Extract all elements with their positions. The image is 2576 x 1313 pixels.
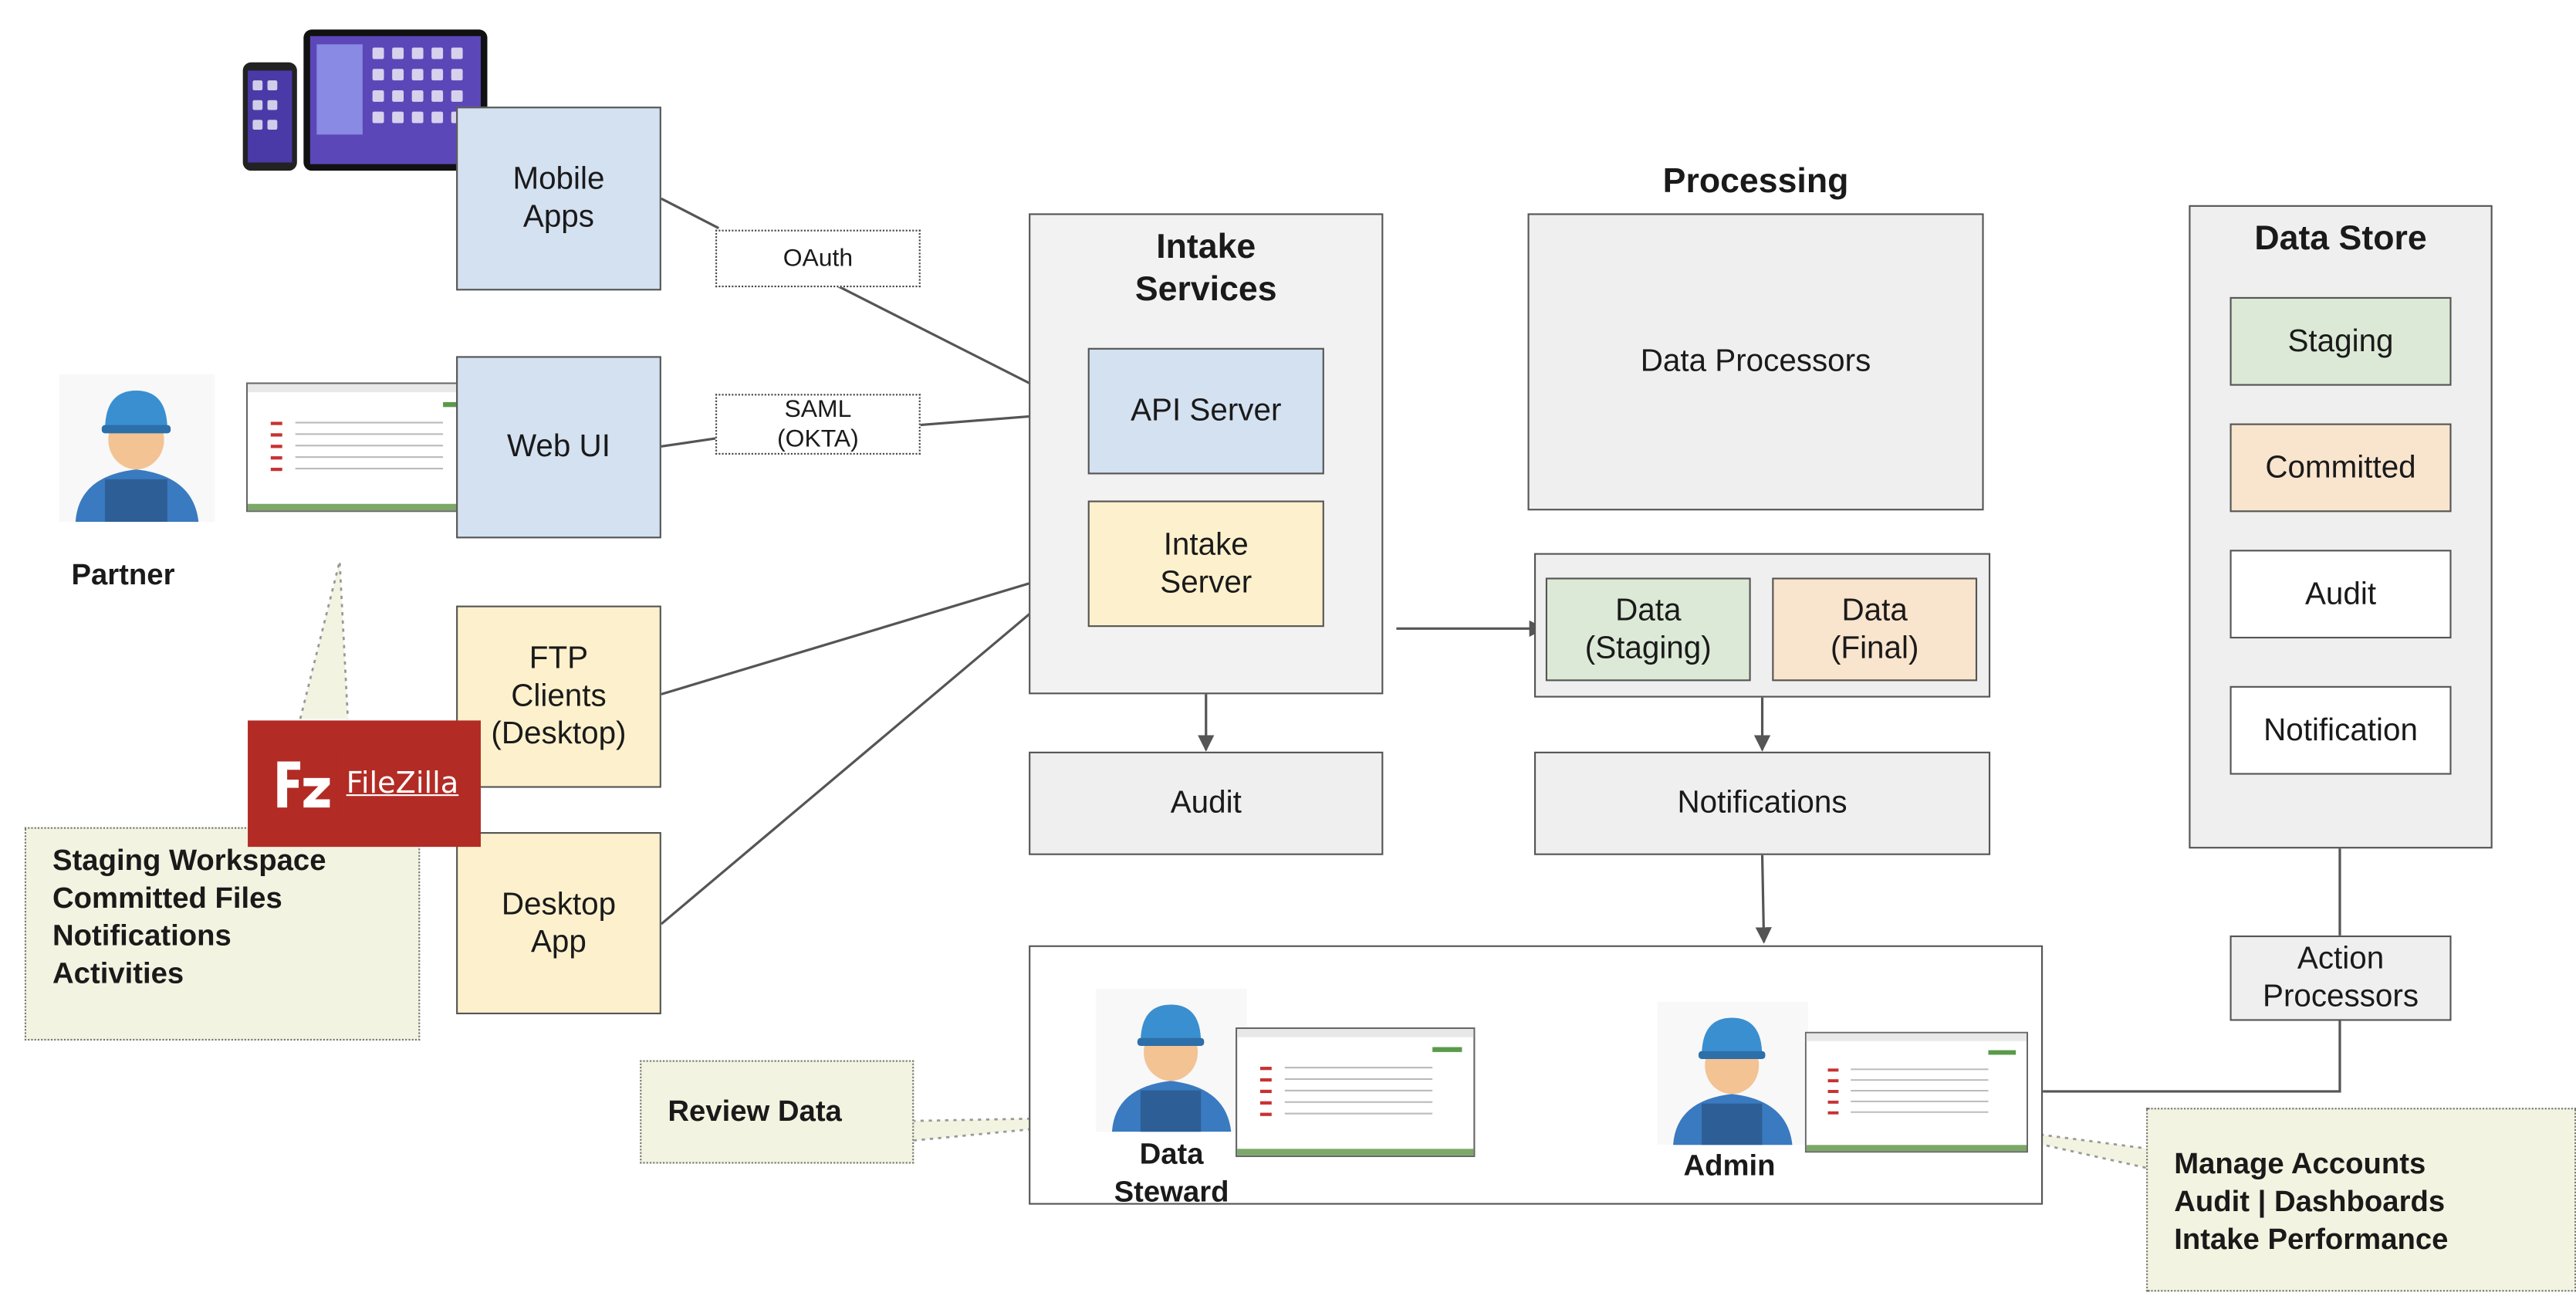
admin-screenshot	[1804, 1031, 2028, 1153]
desktop-app-box: Desktop App	[456, 831, 661, 1014]
data-steward-person-icon	[1096, 988, 1247, 1132]
store-audit-box: Audit	[2229, 550, 2452, 639]
ftp-clients-box: FTP Clients (Desktop)	[456, 605, 661, 788]
filezilla-icon	[270, 750, 336, 817]
partner-label: Partner	[71, 557, 175, 591]
data-store-title: Data Store	[2254, 219, 2427, 258]
partner-person-icon	[59, 374, 215, 523]
store-committed-box: Committed	[2229, 423, 2452, 513]
action-processors-box: Action Processors	[2229, 935, 2452, 1021]
store-staging-box: Staging	[2229, 296, 2452, 386]
action-to-admin-line	[2030, 1020, 2341, 1093]
notifications-to-users-arrow	[1755, 854, 1772, 944]
data-steward-label: Data Steward	[1114, 1137, 1229, 1208]
mobile-apps-box: Mobile Apps	[456, 107, 661, 291]
intake-audit-box: Audit	[1029, 751, 1384, 855]
desktop-to-intake-arrow	[660, 565, 1088, 926]
api-server-box: API Server	[1087, 347, 1324, 475]
data-final-box: Data (Final)	[1772, 577, 1978, 682]
saml-okta-label: SAML (OKTA)	[715, 394, 921, 455]
filezilla-logo: FileZilla	[248, 720, 481, 848]
intake-server-box: Intake Server	[1087, 500, 1324, 628]
admin-functions-note: Manage Accounts Audit | Dashboards Intak…	[2146, 1108, 2576, 1292]
intake-services-title: Intake Services	[1134, 228, 1277, 309]
mobile-devices-icon	[242, 29, 488, 171]
data-processors-box: Data Processors	[1527, 213, 1984, 511]
partner-web-ui-screenshot	[245, 382, 486, 513]
admin-label: Admin	[1683, 1149, 1776, 1182]
store-notification-box: Notification	[2229, 685, 2452, 775]
data-steward-screenshot	[1236, 1027, 1476, 1157]
mobile-to-oauth-line	[661, 197, 720, 229]
filezilla-text: FileZilla	[346, 766, 459, 801]
ftp-to-intake-arrow	[661, 562, 1088, 695]
partner-activities-note: Staging Workspace Committed Files Notifi…	[24, 827, 421, 1041]
review-data-note: Review Data	[640, 1060, 914, 1164]
web-ui-box: Web UI	[456, 356, 661, 539]
notifications-box: Notifications	[1533, 751, 1991, 855]
processing-title: Processing	[1662, 162, 1849, 201]
webui-to-saml-line	[661, 437, 718, 448]
admin-person-icon	[1657, 1001, 1809, 1145]
partner-note-pointer	[299, 560, 350, 719]
oauth-label: OAuth	[715, 229, 921, 288]
data-staging-box: Data (Staging)	[1545, 577, 1751, 682]
